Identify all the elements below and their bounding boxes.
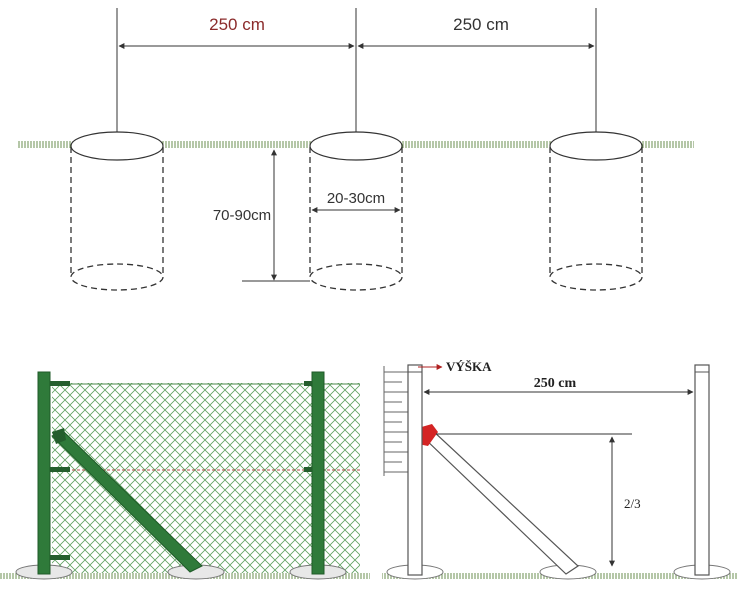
hole-layout-diagram: 250 cm 250 cm 70-90cm 20-30cm: [18, 8, 694, 291]
post-hole-2: [309, 131, 403, 291]
post-bracket-4: [304, 381, 312, 386]
schematic-brace: [421, 429, 579, 575]
schematic-post-left: [407, 364, 423, 576]
fence-illustration: [0, 371, 370, 580]
post-bracket-1: [50, 381, 70, 386]
post-hole-1: [70, 131, 164, 291]
schematic-spacing-label: 250 cm: [534, 376, 577, 391]
height-scale: [383, 366, 408, 476]
diameter-label: 20-30cm: [327, 190, 385, 207]
spacing-label-left: 250 cm: [209, 15, 265, 34]
post-right: [311, 371, 325, 575]
schematic-post-right: [694, 364, 710, 576]
brace-ratio-label: 2/3: [624, 496, 641, 511]
spacing-label-right: 250 cm: [453, 15, 509, 34]
schematic-brace-clamp: [418, 424, 438, 446]
post-bracket-5: [304, 467, 312, 472]
depth-label: 70-90cm: [213, 207, 271, 224]
fence-dimension-schematic: VÝŠKA 250 cm 2/3: [382, 359, 738, 580]
post-bracket-3: [50, 555, 70, 560]
post-bracket-2: [50, 467, 70, 472]
post-left: [37, 371, 51, 575]
height-label: VÝŠKA: [446, 359, 492, 374]
post-hole-3: [549, 131, 643, 291]
brace-clamp: [52, 428, 66, 444]
